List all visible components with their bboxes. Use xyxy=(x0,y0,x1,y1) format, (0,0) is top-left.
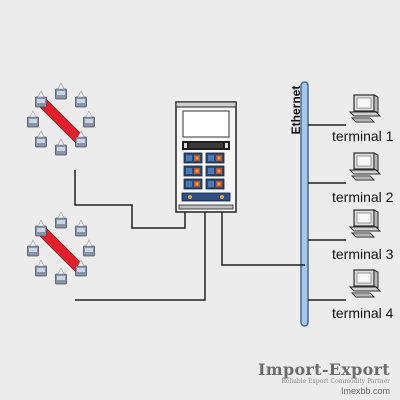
watermark-brand: Import-Export xyxy=(257,360,390,379)
computer-terminal-icon xyxy=(349,209,381,238)
wire-lower-ring-to-server xyxy=(75,212,206,301)
wire-server-to-ethernet xyxy=(221,212,305,266)
computer-terminal-icon xyxy=(349,94,381,123)
terminal-3-label: terminal 3 xyxy=(332,246,394,262)
wire-upper-ring-to-server xyxy=(74,170,186,229)
terminal-1-label: terminal 1 xyxy=(332,128,394,144)
terminal-2-label: terminal 2 xyxy=(332,189,394,205)
computer-terminal-icon xyxy=(349,152,381,181)
ring-light-icon xyxy=(27,211,95,285)
computer-terminal-icon xyxy=(349,269,381,298)
ethernet-label: Ethernet xyxy=(289,85,303,135)
watermark-site: Imexbb.com xyxy=(340,386,390,396)
ring-light-icon xyxy=(27,82,95,156)
watermark-tagline: Reliable Export Commodity Partner xyxy=(281,378,390,385)
network-wires xyxy=(74,124,346,301)
terminal-4-label: terminal 4 xyxy=(332,305,394,321)
watermark: Import-Export Reliable Export Commodity … xyxy=(258,362,390,396)
server-cabinet-icon xyxy=(175,101,237,213)
